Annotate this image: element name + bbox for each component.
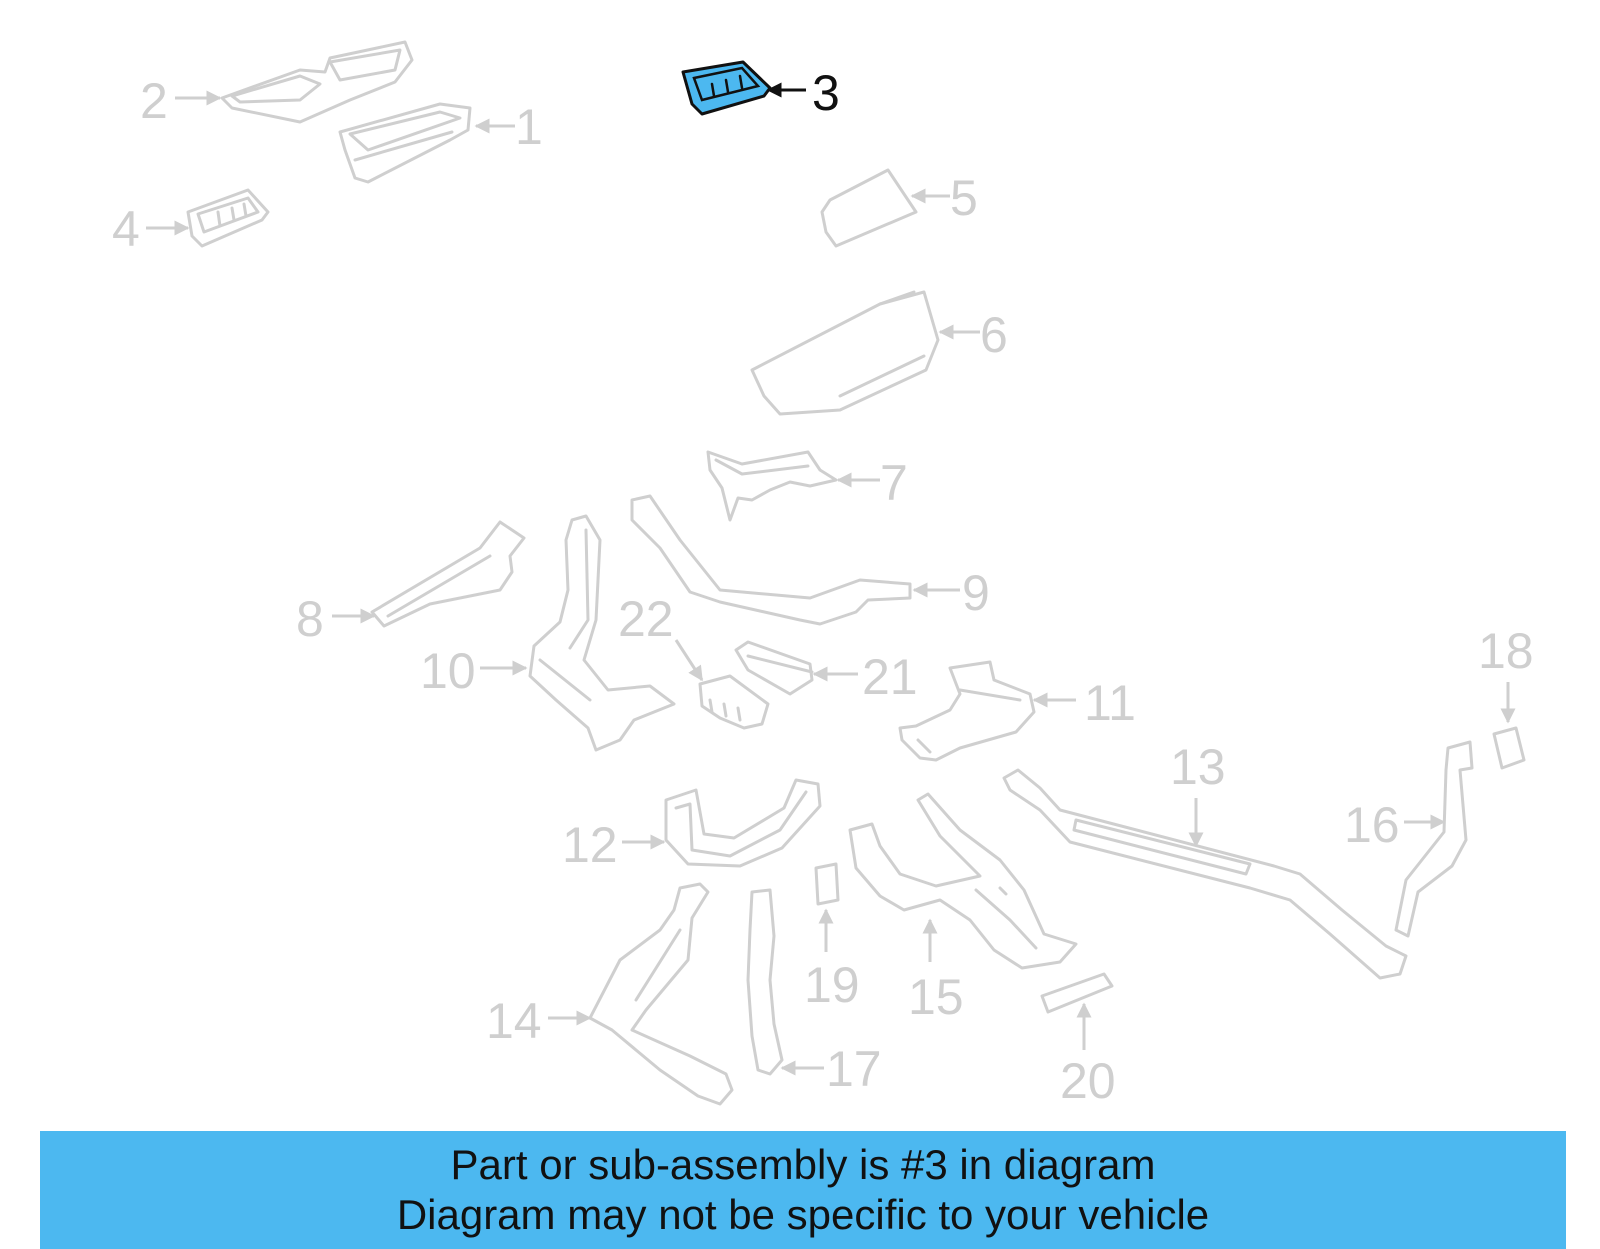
svg-text:20: 20 bbox=[1060, 1053, 1116, 1109]
svg-text:3: 3 bbox=[812, 65, 840, 121]
svg-text:19: 19 bbox=[804, 957, 860, 1013]
svg-text:22: 22 bbox=[618, 591, 674, 647]
callout-1[interactable]: 1 bbox=[474, 99, 543, 155]
callout-16[interactable]: 16 bbox=[1344, 797, 1446, 853]
part-20[interactable] bbox=[1040, 972, 1114, 1014]
part-21[interactable] bbox=[734, 640, 814, 696]
callout-20[interactable]: 20 bbox=[1060, 1002, 1116, 1109]
svg-text:4: 4 bbox=[112, 201, 140, 257]
svg-text:5: 5 bbox=[950, 170, 978, 226]
callout-22[interactable]: 22 bbox=[618, 591, 704, 682]
callout-2[interactable]: 2 bbox=[140, 73, 222, 129]
part-14[interactable] bbox=[588, 882, 734, 1106]
svg-text:2: 2 bbox=[140, 73, 168, 129]
banner-line-part-number: Part or sub-assembly is #3 in diagram bbox=[450, 1141, 1156, 1188]
part-1[interactable] bbox=[338, 102, 472, 184]
callout-6[interactable]: 6 bbox=[938, 307, 1008, 363]
svg-text:8: 8 bbox=[296, 591, 324, 647]
svg-text:11: 11 bbox=[1084, 675, 1136, 731]
part-10[interactable] bbox=[528, 514, 676, 752]
svg-text:14: 14 bbox=[486, 993, 542, 1049]
callout-17[interactable]: 17 bbox=[780, 1041, 882, 1097]
svg-text:7: 7 bbox=[880, 455, 908, 511]
part-3-highlighted[interactable] bbox=[681, 60, 772, 116]
svg-text:15: 15 bbox=[908, 969, 964, 1025]
callout-19[interactable]: 19 bbox=[804, 908, 860, 1013]
part-7[interactable] bbox=[706, 450, 838, 522]
callout-15[interactable]: 15 bbox=[908, 918, 964, 1025]
svg-text:6: 6 bbox=[980, 307, 1008, 363]
svg-text:18: 18 bbox=[1478, 623, 1534, 679]
part-22[interactable] bbox=[698, 674, 770, 730]
part-2[interactable] bbox=[220, 40, 414, 124]
svg-text:16: 16 bbox=[1344, 797, 1400, 853]
callout-18[interactable]: 18 bbox=[1478, 623, 1534, 724]
part-6[interactable] bbox=[750, 290, 940, 416]
part-12[interactable] bbox=[664, 778, 822, 868]
callout-12[interactable]: 12 bbox=[562, 817, 666, 873]
part-18[interactable] bbox=[1492, 726, 1526, 770]
callout-3[interactable]: 3 bbox=[766, 65, 840, 121]
part-9[interactable] bbox=[630, 494, 912, 626]
callout-8[interactable]: 8 bbox=[296, 591, 376, 647]
banner-line-disclaimer: Diagram may not be specific to your vehi… bbox=[396, 1191, 1210, 1238]
part-4[interactable] bbox=[186, 188, 270, 248]
svg-text:9: 9 bbox=[962, 565, 990, 621]
callout-14[interactable]: 14 bbox=[486, 993, 592, 1049]
callout-7[interactable]: 7 bbox=[836, 455, 908, 511]
svg-text:17: 17 bbox=[826, 1041, 882, 1097]
part-5[interactable] bbox=[820, 168, 918, 248]
svg-text:1: 1 bbox=[515, 99, 543, 155]
svg-text:12: 12 bbox=[562, 817, 618, 873]
callout-9[interactable]: 9 bbox=[912, 565, 990, 621]
part-13[interactable] bbox=[1002, 768, 1408, 980]
svg-text:10: 10 bbox=[420, 643, 476, 699]
svg-text:21: 21 bbox=[862, 649, 918, 705]
svg-text:13: 13 bbox=[1170, 739, 1226, 795]
part-16[interactable] bbox=[1394, 740, 1474, 938]
info-banner: Part or sub-assembly is #3 in diagram Di… bbox=[40, 1131, 1566, 1249]
callout-10[interactable]: 10 bbox=[420, 643, 528, 699]
callout-4[interactable]: 4 bbox=[112, 201, 190, 257]
part-15[interactable] bbox=[848, 792, 1078, 970]
callout-11[interactable]: 11 bbox=[1032, 675, 1136, 731]
callout-5[interactable]: 5 bbox=[910, 170, 978, 226]
callout-21[interactable]: 21 bbox=[812, 649, 918, 705]
part-11[interactable] bbox=[898, 660, 1036, 762]
part-19[interactable] bbox=[814, 862, 840, 906]
part-8[interactable] bbox=[370, 520, 526, 628]
callout-13[interactable]: 13 bbox=[1170, 739, 1226, 848]
part-17[interactable] bbox=[746, 888, 784, 1076]
